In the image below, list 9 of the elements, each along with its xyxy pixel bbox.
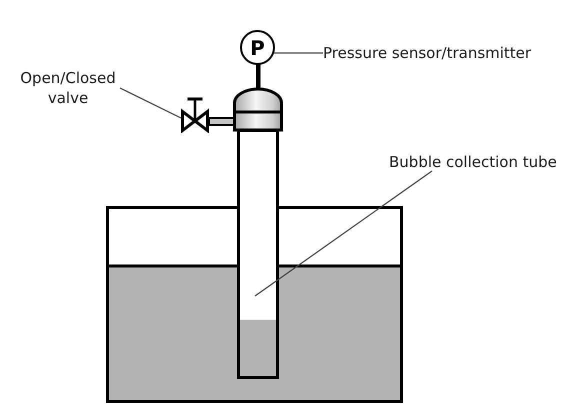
leader-line [274, 52, 323, 54]
callout-label: Bubble collection tube [389, 153, 557, 171]
callout-label: Pressure sensor/transmitter [323, 44, 532, 62]
collection-tube [237, 129, 279, 379]
leader-line [120, 87, 182, 119]
valve-symbol [180, 96, 211, 133]
callout-label: Open/Closed valve [16, 68, 120, 108]
sensor-symbol: P [240, 30, 275, 65]
leader-line [254, 170, 432, 296]
